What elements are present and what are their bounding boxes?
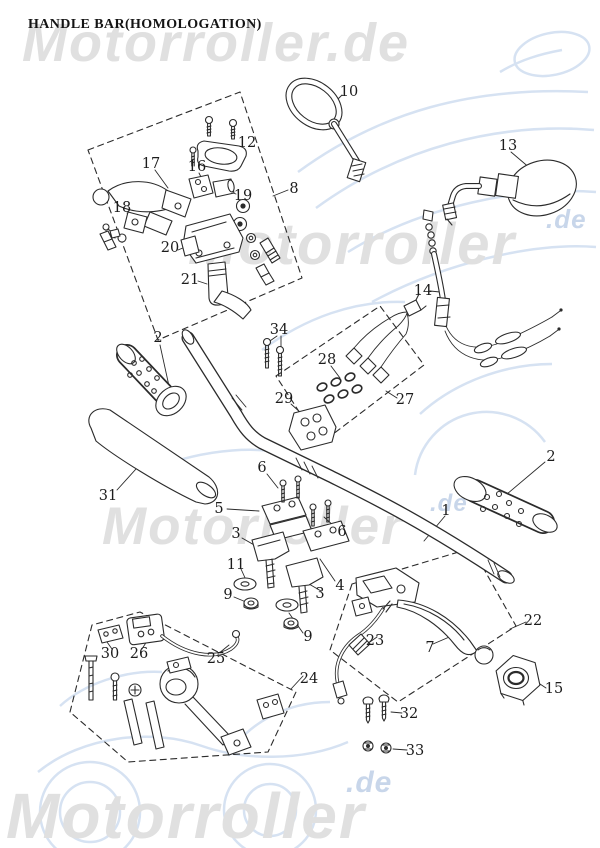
callout-30: 30 xyxy=(100,646,120,662)
callout-20: 20 xyxy=(160,240,180,256)
scooter-body-sketch xyxy=(59,670,163,707)
scooter-wheel-sketch xyxy=(38,760,142,848)
screws-34 xyxy=(262,337,285,377)
callout-5: 5 xyxy=(214,501,224,517)
callout-4: 4 xyxy=(335,578,345,594)
callout-9-right: 9 xyxy=(303,629,313,645)
nuts-33 xyxy=(362,740,392,754)
hex-nut-15 xyxy=(495,654,541,706)
swoosh-line xyxy=(315,127,595,210)
callout-32: 32 xyxy=(399,706,419,722)
switch-block-29 xyxy=(288,404,337,451)
swoosh-line xyxy=(419,362,553,415)
callout-3-upper: 3 xyxy=(231,526,241,542)
watermark-motorroller-top: Motorroller.de xyxy=(22,13,411,73)
swoosh-line xyxy=(297,89,589,174)
callout-6-right: 6 xyxy=(337,524,347,540)
scooter-wheel-sketch xyxy=(242,782,298,838)
watermark-motorroller-bottom: Motorroller .de xyxy=(6,768,391,848)
handlebar-clamps xyxy=(233,475,350,630)
right-grip xyxy=(453,475,558,534)
swoosh-line xyxy=(371,245,597,304)
callout-22: 22 xyxy=(523,613,543,629)
scooter-body-sketch xyxy=(37,735,349,773)
throttle-cable-14 xyxy=(422,209,563,368)
swoosh-line xyxy=(261,300,406,352)
callout-24: 24 xyxy=(299,671,319,687)
callout-25: 25 xyxy=(206,651,226,667)
callout-15: 15 xyxy=(544,681,564,697)
callout-31: 31 xyxy=(98,488,118,504)
handlebar-tube xyxy=(181,329,515,584)
callout-26: 26 xyxy=(129,646,149,662)
callout-13: 13 xyxy=(498,138,518,154)
callout-11: 11 xyxy=(226,557,246,573)
screws-32 xyxy=(362,694,390,724)
callout-9-left: 9 xyxy=(223,587,233,603)
callout-7: 7 xyxy=(425,640,435,656)
callout-19: 19 xyxy=(233,188,253,204)
callout-6-upper: 6 xyxy=(257,460,267,476)
watermark-text: Motorroller xyxy=(6,780,366,848)
callout-33: 33 xyxy=(405,743,425,759)
page-title: HANDLE BAR(HOMOLOGATION) xyxy=(28,17,262,32)
callout-8: 8 xyxy=(289,181,299,197)
left-mirror xyxy=(285,77,367,183)
right-mirror xyxy=(442,159,577,226)
scooter-mirror-sketch xyxy=(513,30,591,78)
callout-14: 14 xyxy=(413,283,433,299)
grommets-28 xyxy=(316,372,363,404)
callout-16: 16 xyxy=(187,159,207,175)
scooter-wheel-sketch xyxy=(58,780,122,844)
left-grip xyxy=(116,343,187,417)
callout-28: 28 xyxy=(317,352,337,368)
callout-10: 10 xyxy=(339,84,359,100)
callout-3-lower: 3 xyxy=(315,586,325,602)
bracket-assembly-24 xyxy=(84,613,285,756)
callout-2-right: 2 xyxy=(546,449,556,465)
callout-23: 23 xyxy=(365,633,385,649)
right-lever-assembly-22 xyxy=(332,567,494,705)
brake-lever-assembly xyxy=(92,115,281,320)
handlebar-cover-31 xyxy=(88,408,219,505)
watermark-text: Motorroller xyxy=(102,497,404,556)
scooter-wheel-sketch xyxy=(222,762,318,848)
group-box-24 xyxy=(69,611,297,763)
callout-21: 21 xyxy=(180,272,200,288)
group-box-22 xyxy=(329,547,517,703)
callout-34: 34 xyxy=(269,322,289,338)
callout-29: 29 xyxy=(274,391,294,407)
callout-1: 1 xyxy=(441,503,451,519)
swoosh-arc xyxy=(413,410,547,476)
callout-27: 27 xyxy=(395,392,415,408)
callout-18: 18 xyxy=(112,200,132,216)
swoosh-line xyxy=(499,48,563,74)
watermark-de-suffix: .de xyxy=(346,766,393,799)
callout-12: 12 xyxy=(237,135,257,151)
group-box-8 xyxy=(87,91,303,341)
callout-17: 17 xyxy=(141,156,161,172)
wiring-connectors-27 xyxy=(345,293,427,384)
callout-2-left: 2 xyxy=(153,330,163,346)
watermark-motorroller-center: Motorroller .de xyxy=(102,492,467,556)
